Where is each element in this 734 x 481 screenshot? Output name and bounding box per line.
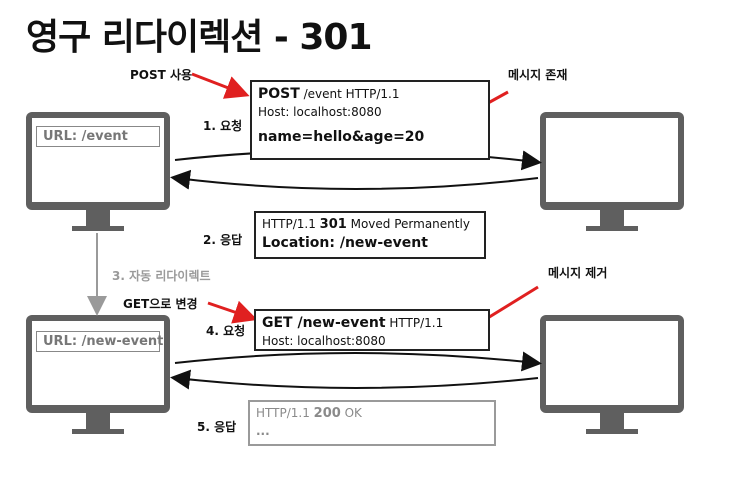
get-change-note: GET으로 변경	[123, 297, 198, 311]
server-monitor-2	[540, 315, 684, 434]
request4-line: HTTP/1.1	[385, 316, 444, 330]
post-use-note: POST 사용	[130, 68, 193, 82]
step4-label: 4. 요청	[206, 324, 246, 338]
request1-body: name=hello&age=20	[258, 129, 425, 146]
url-bar-2[interactable]: URL: /new-event	[36, 331, 163, 352]
response5-body: ...	[256, 423, 270, 438]
step3-label: 3. 자동 리다이렉트	[112, 269, 211, 283]
request1-method: POST	[258, 86, 300, 102]
step2-label: 2. 응답	[203, 233, 243, 247]
step5-label: 5. 응답	[197, 420, 237, 434]
request4-host: Host: localhost:8080	[262, 333, 386, 348]
response-arrow-1	[170, 169, 539, 190]
request-message-1: POST /event HTTP/1.1 Host: localhost:808…	[250, 80, 490, 160]
request-arrow-2	[174, 351, 542, 372]
response-message-2: HTTP/1.1 301 Moved Permanently Location:…	[254, 211, 486, 259]
response2-code: 301	[319, 217, 347, 232]
post-use-arrow	[191, 72, 250, 99]
response2-post: Moved Permanently	[346, 217, 470, 231]
get-change-arrow	[207, 300, 258, 324]
message-removed-note: 메시지 제거	[548, 266, 608, 280]
response-message-5: HTTP/1.1 200 OK ...	[248, 400, 496, 446]
response-arrow-2	[170, 369, 539, 390]
message-exists-note: 메시지 존재	[508, 68, 568, 82]
server-monitor-1	[540, 112, 684, 231]
request4-method: GET /new-event	[262, 315, 386, 331]
response5-post: OK	[340, 406, 362, 420]
page-title: 영구 리다이렉션 - 301	[26, 17, 373, 58]
request1-host: Host: localhost:8080	[258, 104, 382, 119]
request1-line: /event HTTP/1.1	[299, 87, 400, 101]
response2-location: Location: /new-event	[262, 234, 428, 251]
response5-code: 200	[313, 406, 341, 421]
response2-pre: HTTP/1.1	[262, 217, 320, 231]
response5-pre: HTTP/1.1	[256, 406, 314, 420]
request-message-4: GET /new-event HTTP/1.1 Host: localhost:…	[254, 309, 490, 351]
url-bar-1[interactable]: URL: /event	[36, 126, 160, 147]
step1-label: 1. 요청	[203, 119, 243, 133]
